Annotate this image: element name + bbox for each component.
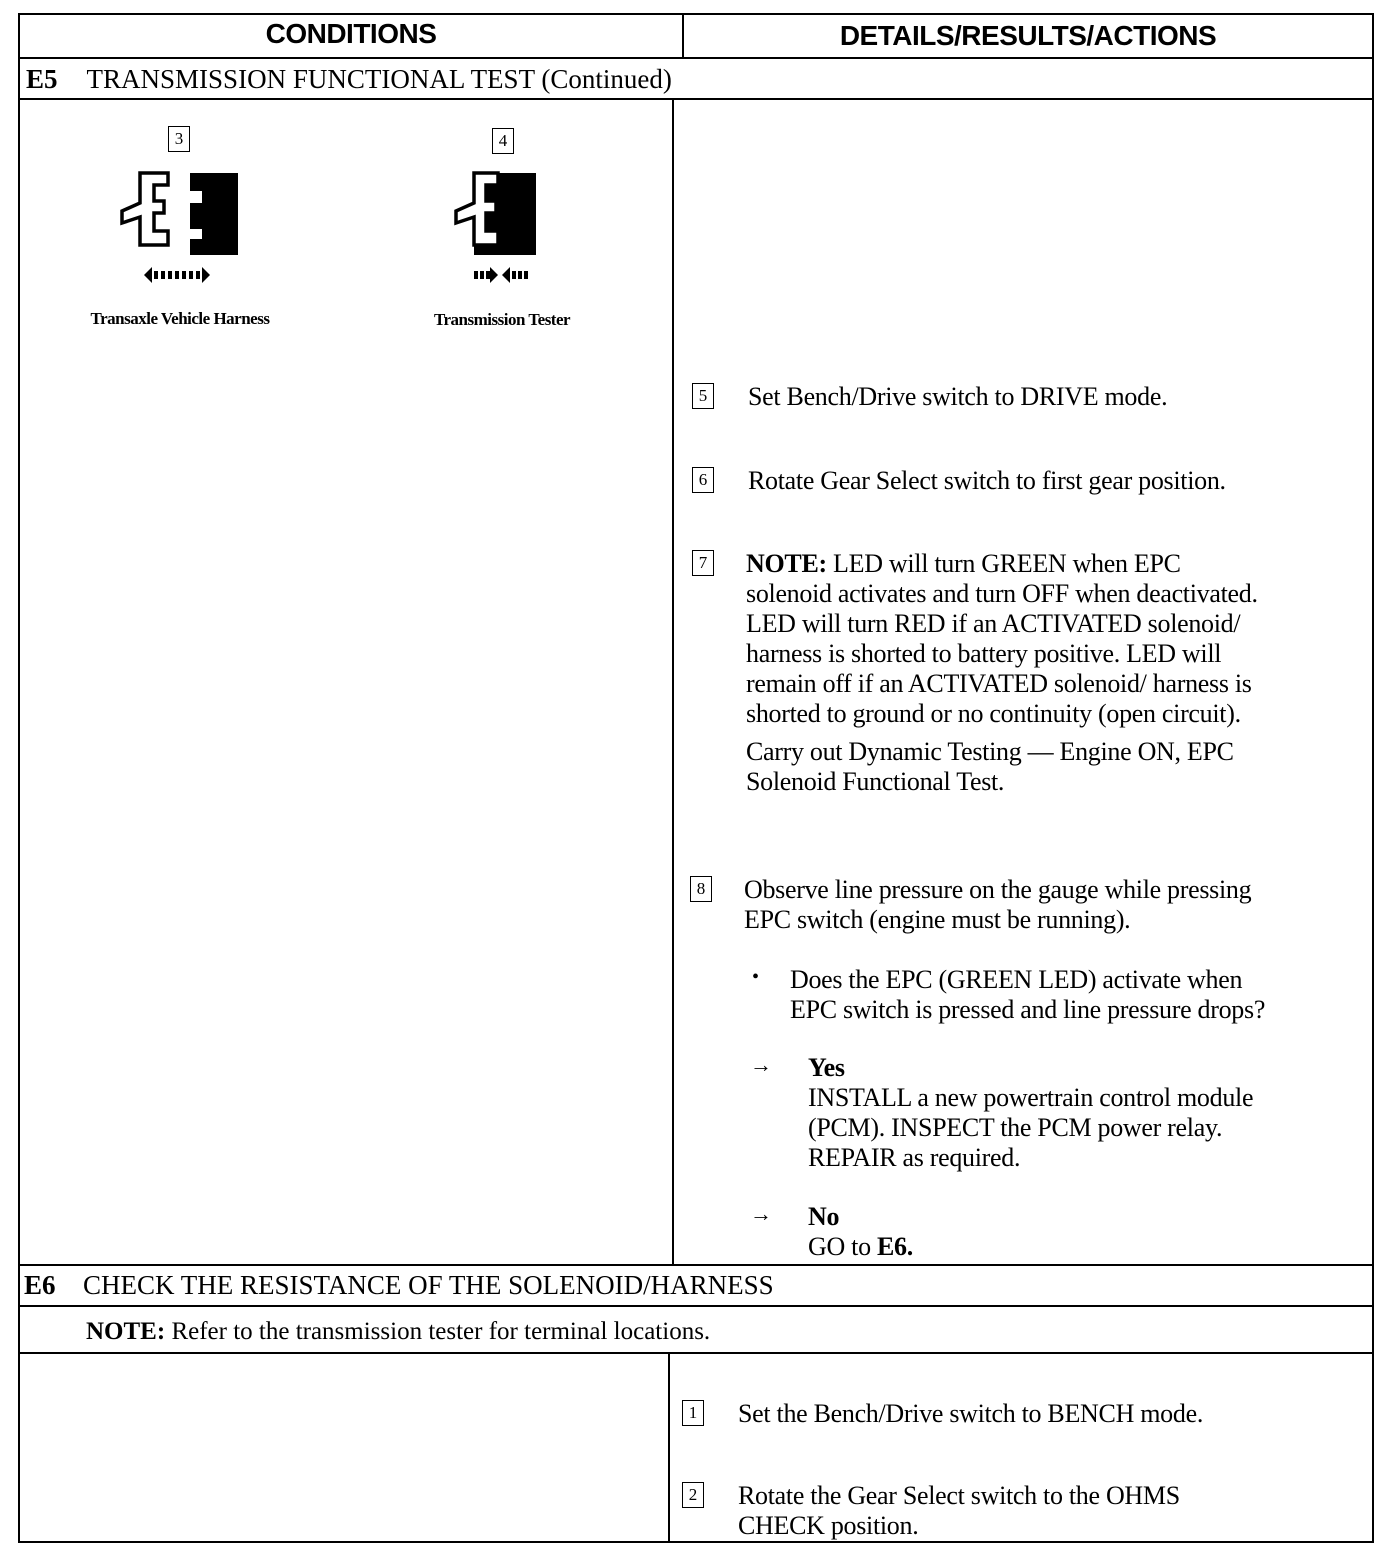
step-7-line-1: NOTE: LED will turn GREEN when EPC xyxy=(746,549,1181,578)
step-7-line-6: shorted to ground or no continuity (open… xyxy=(746,699,1241,728)
step-7-line-2: solenoid activates and turn OFF when dea… xyxy=(746,579,1258,608)
step-7-extra-line-1: Carry out Dynamic Testing — Engine ON, E… xyxy=(746,737,1234,766)
step-5-text: Set Bench/Drive switch to DRIVE mode. xyxy=(748,382,1168,411)
e6-note-text: Refer to the transmission tester for ter… xyxy=(165,1318,711,1345)
yes-label: Yes xyxy=(808,1053,845,1082)
connector-connected-icon xyxy=(454,171,536,283)
note-label: NOTE: xyxy=(746,549,827,578)
details-header: DETAILS/RESULTS/ACTIONS xyxy=(839,20,1217,51)
e5-title: TRANSMISSION FUNCTIONAL TEST (Continued) xyxy=(86,64,672,94)
step-6-number: 6 xyxy=(692,467,714,493)
e6-note-rule xyxy=(18,1352,1374,1354)
figure-4-number: 4 xyxy=(492,128,514,154)
figure-3-caption: Transaxle Vehicle Harness xyxy=(90,309,270,328)
header-bottom-rule xyxy=(18,57,1374,59)
step-7-number: 7 xyxy=(692,550,714,576)
yes-result: Yes INSTALL a new powertrain control mod… xyxy=(808,1053,1254,1172)
step-8-text: Observe line pressure on the gauge while… xyxy=(744,875,1252,934)
header-divider xyxy=(682,13,684,58)
e5-column-divider xyxy=(672,99,674,1265)
figure-3-number: 3 xyxy=(168,126,190,152)
e5-section-heading: E5 TRANSMISSION FUNCTIONAL TEST (Continu… xyxy=(26,64,672,95)
bullet-icon: • xyxy=(752,966,760,988)
step-7-line-3: LED will turn RED if an ACTIVATED soleno… xyxy=(746,609,1241,638)
e6-note: NOTE: Refer to the transmission tester f… xyxy=(86,1318,710,1346)
e6-step-2-text: Rotate the Gear Select switch to the OHM… xyxy=(738,1481,1180,1540)
step-7-line-4: harness is shorted to battery positive. … xyxy=(746,639,1222,668)
e6-title: CHECK THE RESISTANCE OF THE SOLENOID/HAR… xyxy=(83,1270,774,1300)
e6-heading-rule xyxy=(18,1305,1374,1307)
connector-disconnected-icon xyxy=(120,171,238,283)
e6-note-label: NOTE: xyxy=(86,1318,166,1345)
e5-code: E5 xyxy=(26,64,58,94)
step-6-text: Rotate Gear Select switch to first gear … xyxy=(748,466,1226,495)
no-result: No GO to E6. xyxy=(808,1202,913,1261)
e5-heading-rule xyxy=(18,98,1374,100)
step-8-number: 8 xyxy=(690,876,712,902)
figure-4-caption: Transmission Tester xyxy=(433,310,571,329)
no-label: No xyxy=(808,1202,840,1231)
step-8-question: Does the EPC (GREEN LED) activate when E… xyxy=(790,965,1266,1024)
step-5-number: 5 xyxy=(692,383,714,409)
conditions-header: CONDITIONS xyxy=(265,18,437,49)
e6-link[interactable]: E6. xyxy=(876,1232,913,1261)
e6-step-2-number: 2 xyxy=(682,1482,704,1508)
e6-top-rule xyxy=(18,1264,1374,1266)
step-7-note: NOTE: LED will turn GREEN when EPC solen… xyxy=(746,549,1366,797)
e6-code: E6 xyxy=(24,1270,56,1300)
e6-step-1-number: 1 xyxy=(682,1400,704,1426)
e6-section-heading: E6 CHECK THE RESISTANCE OF THE SOLENOID/… xyxy=(24,1270,774,1301)
no-arrow-icon: → xyxy=(750,1201,772,1226)
e6-step-1-text: Set the Bench/Drive switch to BENCH mode… xyxy=(738,1399,1204,1428)
yes-arrow-icon: → xyxy=(750,1052,772,1077)
step-7-line-5: remain off if an ACTIVATED solenoid/ har… xyxy=(746,669,1252,698)
step-7-extra-line-2: Solenoid Functional Test. xyxy=(746,767,1005,796)
e6-column-divider xyxy=(668,1353,670,1543)
table-frame xyxy=(18,13,1374,1543)
